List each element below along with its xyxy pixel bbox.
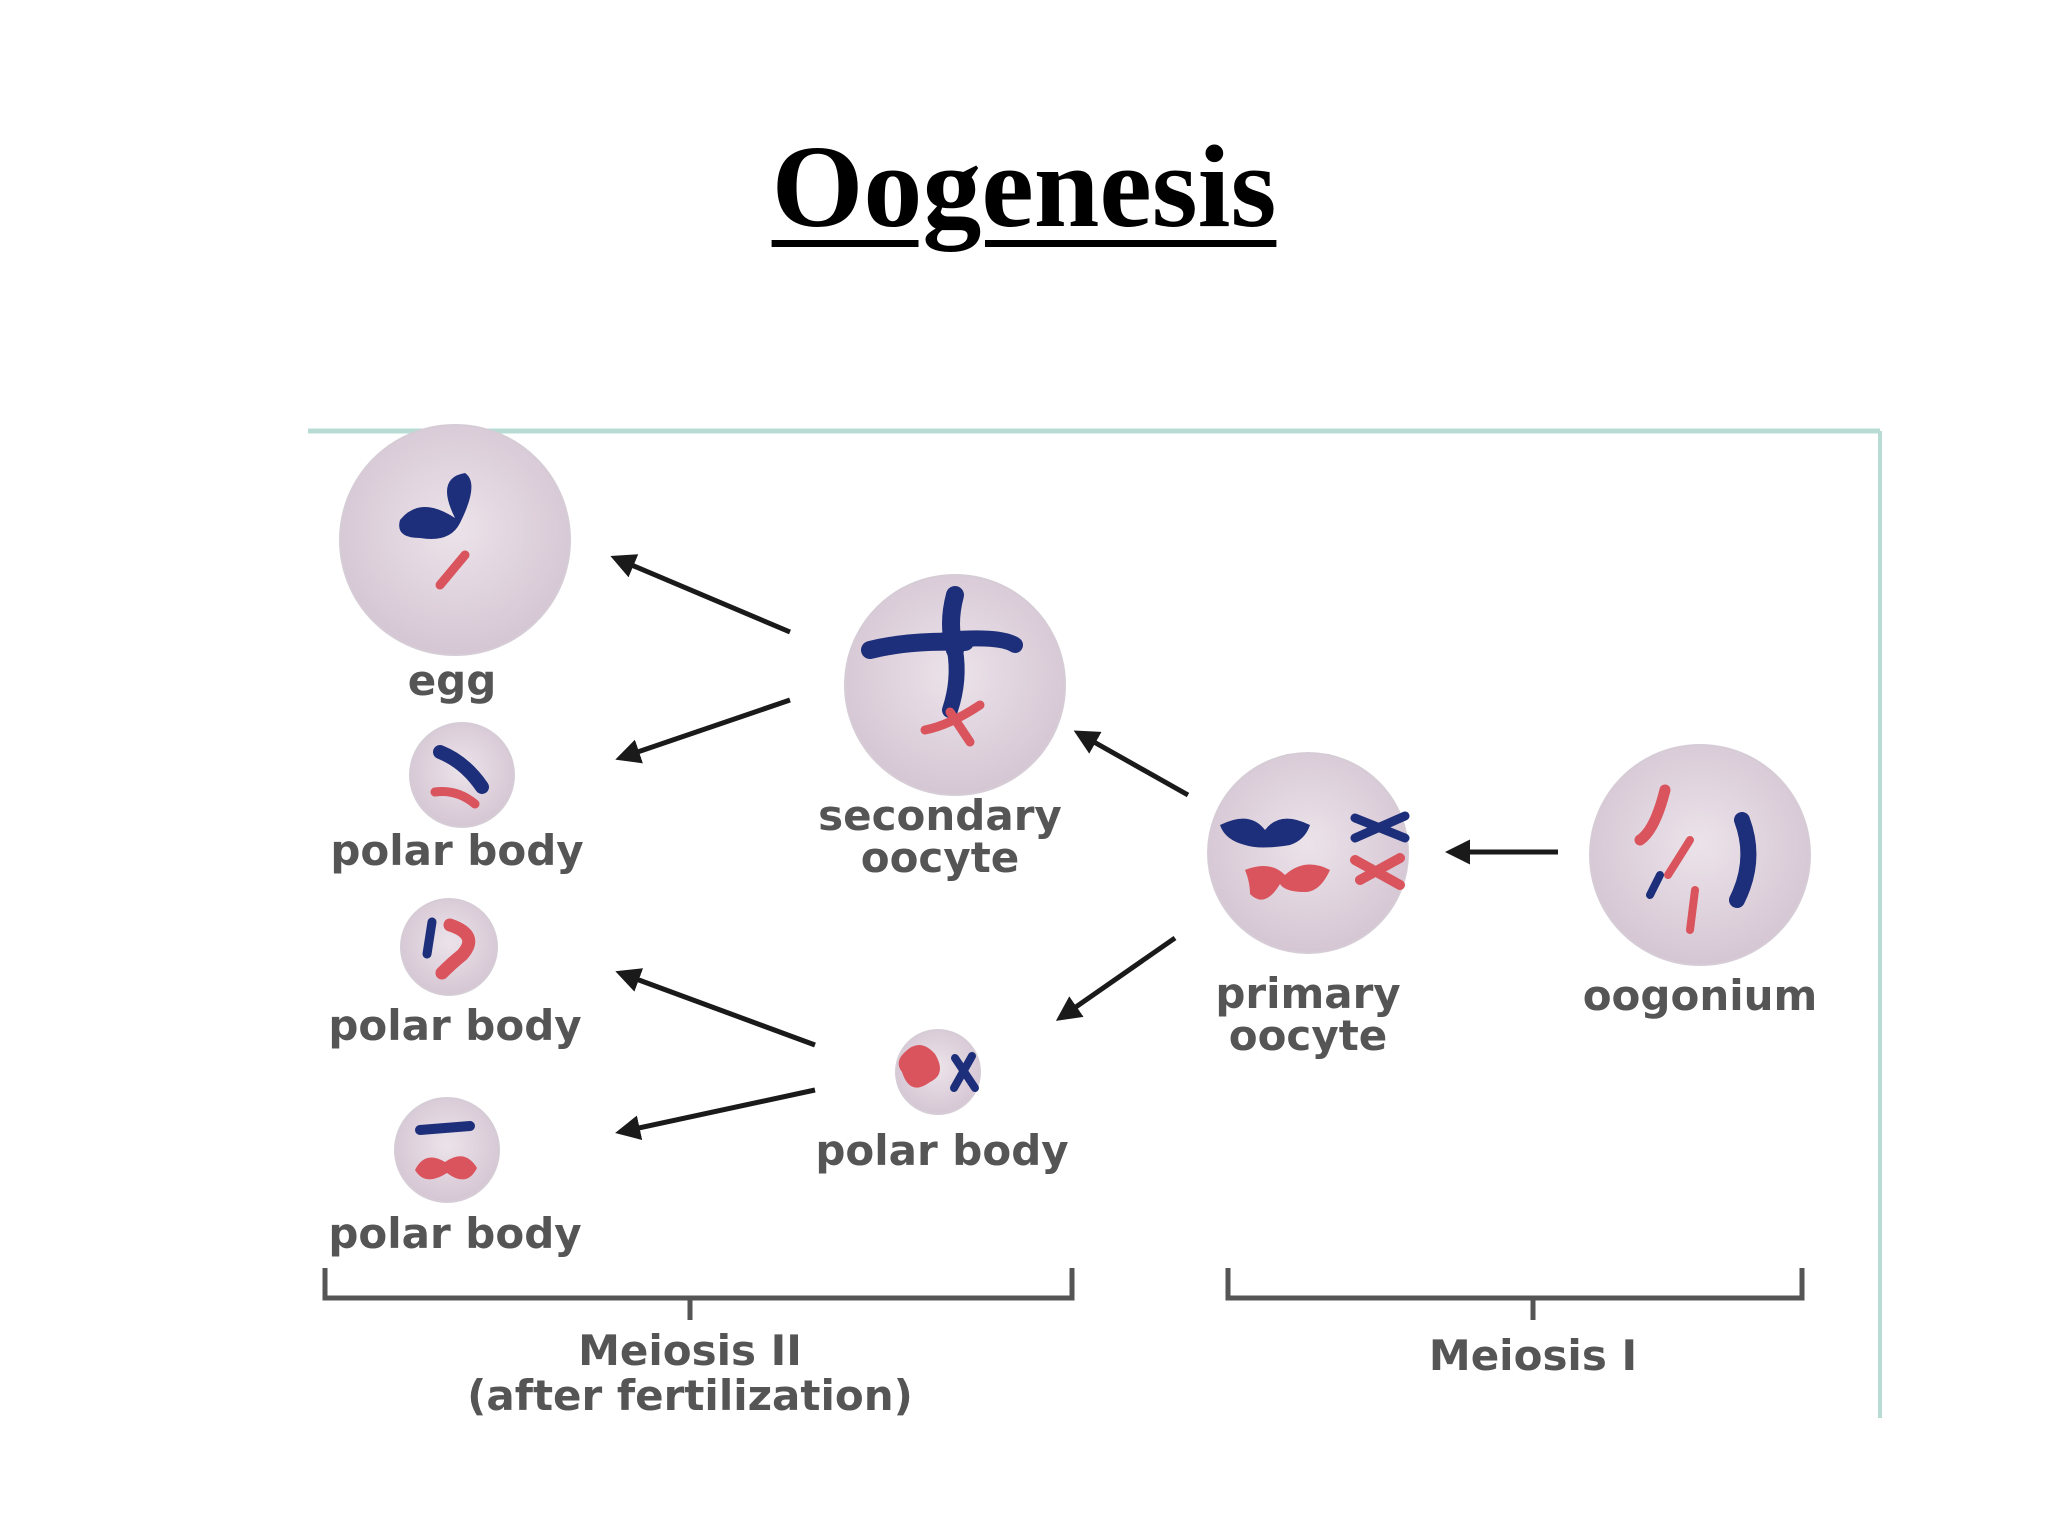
arrow-secondary-to-egg xyxy=(610,554,791,635)
polar-body-1-label: polar body xyxy=(330,826,583,875)
polar-body-meiosis1-cell xyxy=(895,1029,981,1115)
polar-body-1-cell xyxy=(409,722,515,828)
arrow-secondary-to-polar-body-1 xyxy=(615,697,791,764)
polar-body-2-cell xyxy=(400,898,498,996)
primary-oocyte-label-line1: primary xyxy=(1215,969,1400,1018)
polar-body-meiosis1-label: polar body xyxy=(815,1126,1068,1175)
oogonium-chromosomes xyxy=(1634,784,1757,934)
arrow-polar-body-to-polar-body-3 xyxy=(615,1087,816,1141)
diagram-frame xyxy=(308,428,1882,1418)
egg-label: egg xyxy=(408,656,497,705)
arrow-primary-to-polar-body xyxy=(1055,935,1177,1021)
polar-body-3-label: polar body xyxy=(328,1209,581,1258)
meiosis2-label-line1: Meiosis II xyxy=(578,1326,802,1375)
primary-oocyte-label-line2: oocyte xyxy=(1229,1011,1388,1060)
arrows xyxy=(610,554,1558,1141)
slide-title: Oogenesis xyxy=(771,121,1277,252)
secondary-oocyte-cell xyxy=(844,574,1066,796)
polar-body-2-label: polar body xyxy=(328,1001,581,1050)
oogonium-cell xyxy=(1589,744,1811,966)
egg-chromosomes xyxy=(399,473,472,590)
meiosis1-label: Meiosis I xyxy=(1429,1331,1637,1380)
secondary-oocyte-chromosomes xyxy=(861,586,1023,747)
meiosis1-bracket xyxy=(1225,1268,1805,1320)
meiosis2-bracket xyxy=(322,1268,1075,1320)
oogonium-label: oogonium xyxy=(1583,971,1818,1020)
primary-oocyte-cell xyxy=(1207,752,1410,954)
polar-body-3-cell xyxy=(394,1097,500,1203)
secondary-oocyte-label-line1: secondary xyxy=(818,791,1062,840)
primary-oocyte-chromosomes xyxy=(1220,811,1410,900)
secondary-oocyte-label-line2: oocyte xyxy=(861,833,1020,882)
meiosis2-label-line2: (after fertilization) xyxy=(467,1371,913,1420)
egg-cell xyxy=(339,424,571,656)
arrow-primary-to-secondary xyxy=(1073,730,1190,798)
arrow-polar-body-to-polar-body-2 xyxy=(615,968,816,1048)
